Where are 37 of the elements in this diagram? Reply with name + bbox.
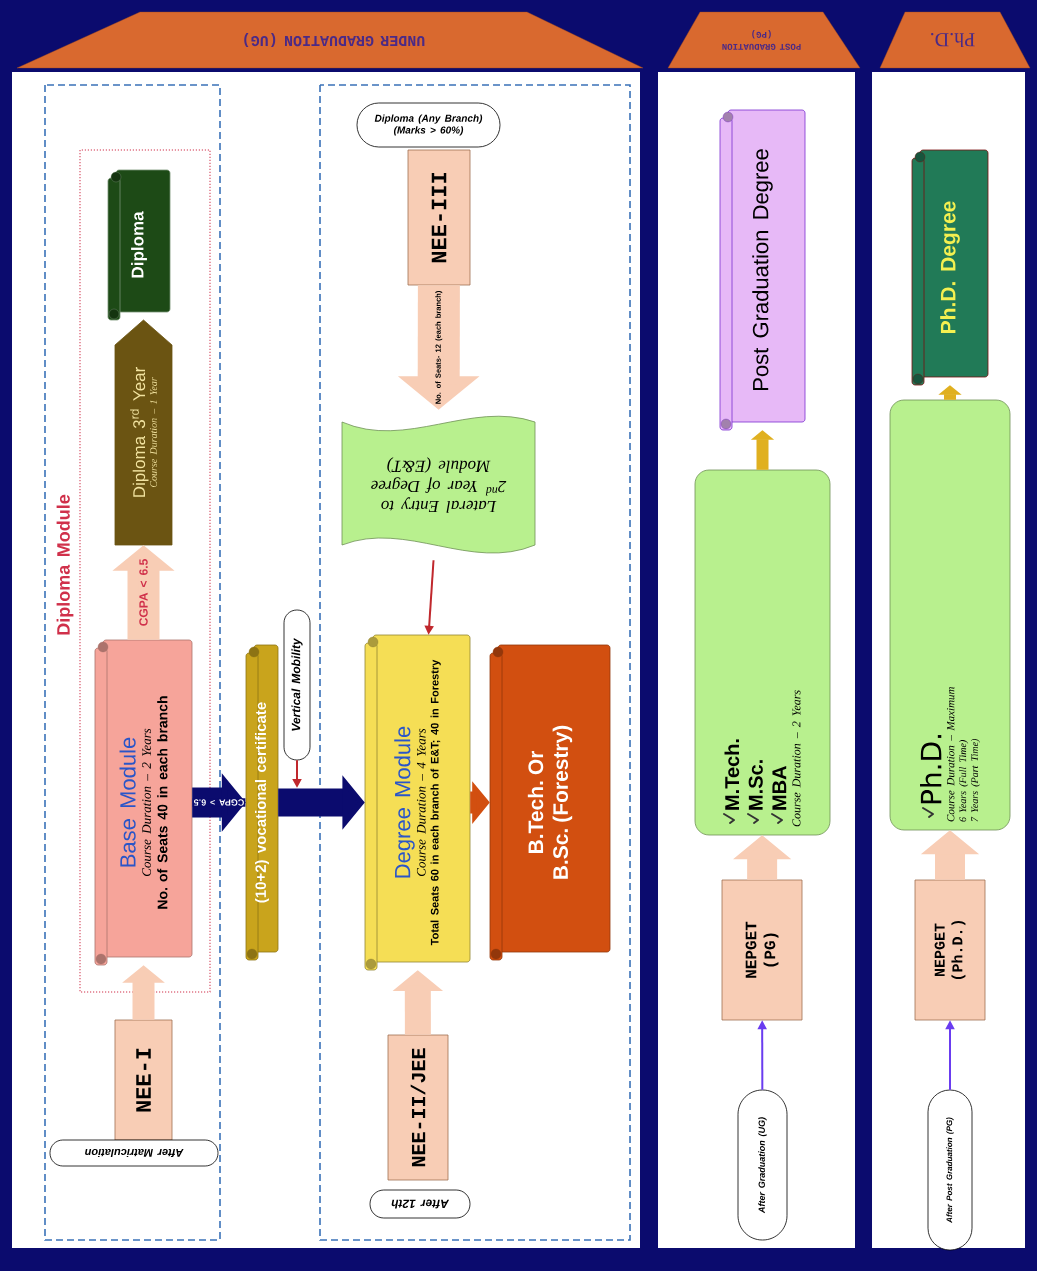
node-label: Course Duration – Maximum <box>946 687 955 822</box>
oval-label: After 12th <box>369 1189 471 1219</box>
exam-box: NEE-I <box>114 1019 173 1141</box>
scroll-banner: Ph.D. Degree <box>911 149 989 386</box>
edge-label: CGPA < 6.5 <box>138 557 149 628</box>
exam-box: NEE-III <box>407 149 471 286</box>
header-banner: Ph.D. <box>879 11 1031 69</box>
rounded-box: Ph.D. Course Duration – Maximum 6 Years (Full Time) 7 Years (Part Time) <box>889 399 1011 831</box>
node-label: MBA <box>772 766 787 810</box>
node-label: Course Duration – 2 Years <box>792 690 801 827</box>
scroll-banner: Post Graduation Degree <box>719 109 806 431</box>
header-banner: UNDER GRADUATION (UG) <box>16 11 644 69</box>
node-label: M.Sc. <box>748 760 763 810</box>
header-banner: POST GRADUATION (PG) <box>667 11 861 69</box>
node-label: 6 Years (Full Time) <box>959 740 969 822</box>
wave-box: Lateral Entry to 2$^{nd}$ Year of Degree Module (E&T) <box>341 415 536 554</box>
oval-label: Diploma (Any Branch) (Marks > 60%) <box>356 102 501 148</box>
exam-box: NEPGET (Ph.D.) <box>914 879 986 1021</box>
rounded-box: M.Tech. M.Sc. MBA Course Duration – 2 Years <box>694 469 831 836</box>
edge-label: CGPA > 6.5 <box>192 798 246 807</box>
node-label: 7 Years (Part Time) <box>970 738 980 822</box>
dashed-region <box>44 84 221 1241</box>
scroll-banner: B.Tech. Or B.Sc. (Forestry) <box>489 644 611 961</box>
oval-label: After Graduation (UG) <box>737 1089 788 1241</box>
scroll-banner: Diploma <box>107 169 171 321</box>
exam-box: NEPGET (PG) <box>721 879 803 1021</box>
oval-label: After Matriculation <box>49 1139 219 1167</box>
dashed-region <box>319 84 631 1241</box>
oval-label: Vertical Mobility <box>283 609 311 761</box>
heading: Diploma Module <box>56 494 74 635</box>
scroll-banner: Degree Module Course Duration – 4 Years Total Seats 60 in each branch of E&T; 40 in Forestry <box>364 634 471 971</box>
scroll-banner: Base Module Course Duration – 2 Years No. of Seats 40 in each branch <box>94 639 193 966</box>
exam-box: NEE-II/JEE <box>387 1034 449 1181</box>
node-label: Ph.D. <box>920 735 942 804</box>
scroll-banner: (10+2) vocational certificate <box>245 644 279 961</box>
oval-label: After Post Graduation (PG) <box>927 1089 973 1251</box>
node-label: M.Tech. <box>724 739 740 810</box>
